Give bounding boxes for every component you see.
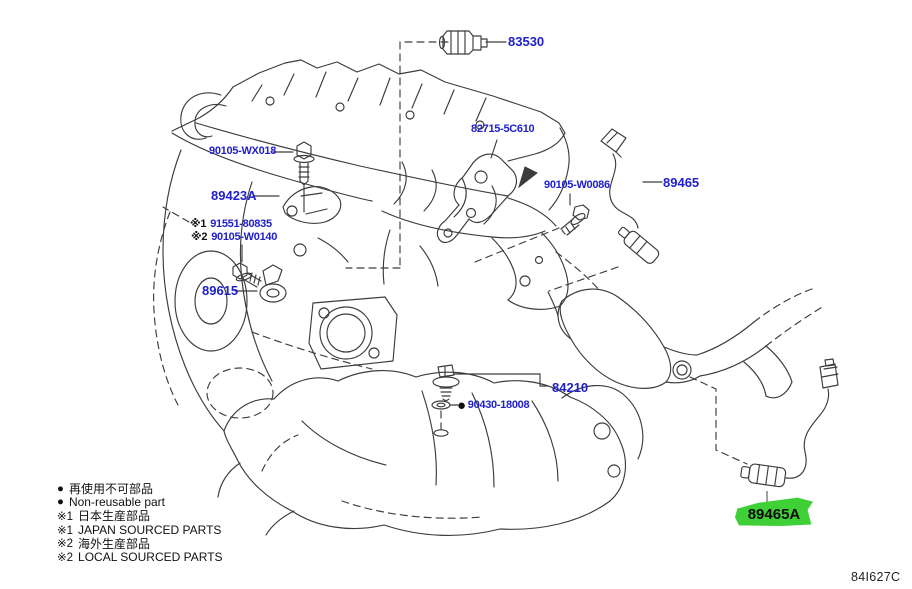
- non-reusable-dot: ●: [57, 482, 64, 495]
- part-label-90430-18008[interactable]: ●90430-18008: [457, 397, 530, 414]
- part-label-89465[interactable]: 89465: [663, 175, 700, 190]
- part-89615-drawing: [259, 264, 287, 303]
- part-84210-drawing: [432, 364, 460, 402]
- legend-item-local-sourced-en: ※2 LOCAL SOURCED PARTS: [57, 549, 223, 564]
- legend: ● 再使用不可部品 ● Non-reusable part ※1 日本生産部品 …: [57, 482, 223, 564]
- local-sourced-mark: ※2: [191, 231, 208, 243]
- legend-item-japan-sourced-en: ※1 JAPAN SOURCED PARTS: [57, 522, 222, 537]
- legend-item-non-reusable-en: ● Non-reusable part: [57, 495, 166, 510]
- local-sourced-mark: ※2: [57, 538, 74, 551]
- part-89465-drawing: [600, 128, 660, 264]
- local-sourced-mark: ※2: [57, 551, 74, 564]
- part-90105-wx018-drawing: [293, 141, 315, 186]
- legend-item-local-sourced-jp: ※2 海外生産部品: [57, 536, 151, 551]
- part-label-84210[interactable]: 84210: [552, 380, 589, 395]
- part-label-90105-wx018[interactable]: 90105-WX018: [209, 145, 277, 157]
- part-label-90105-w0086[interactable]: 90105-W0086: [544, 179, 610, 191]
- part-82715-5c610-drawing: [436, 153, 538, 244]
- part-label-83530[interactable]: 83530: [508, 34, 545, 49]
- part-label-82715-5c610[interactable]: 82715-5C610: [471, 123, 535, 135]
- japan-sourced-mark: ※1: [57, 524, 74, 537]
- part-90430-18008-gasket-drawing: [431, 400, 451, 437]
- part-90105-w0086-drawing: [560, 204, 590, 236]
- non-reusable-dot: ●: [57, 496, 64, 509]
- part-83530-drawing: [438, 30, 488, 55]
- engine-body-drawing: [153, 59, 825, 536]
- part-label-89423a[interactable]: 89423A: [211, 188, 257, 203]
- legend-item-japan-sourced-jp: ※1 日本生産部品: [57, 509, 151, 524]
- part-89465a-drawing: [740, 358, 839, 488]
- diagram-code: 84I627C: [851, 570, 901, 584]
- japan-sourced-mark: ※1: [190, 218, 207, 230]
- part-label-89615[interactable]: 89615: [202, 283, 239, 298]
- leader-lines: [162, 41, 768, 503]
- japan-sourced-mark: ※1: [57, 510, 74, 523]
- legend-item-non-reusable-jp: ● 再使用不可部品: [57, 482, 153, 497]
- part-90105-w0140-bolt-drawing: [232, 262, 262, 288]
- part-89423a-drawing: [282, 186, 342, 224]
- part-label-89465a-highlight[interactable]: 89465A: [735, 497, 813, 526]
- non-reusable-dot: ●: [457, 397, 466, 414]
